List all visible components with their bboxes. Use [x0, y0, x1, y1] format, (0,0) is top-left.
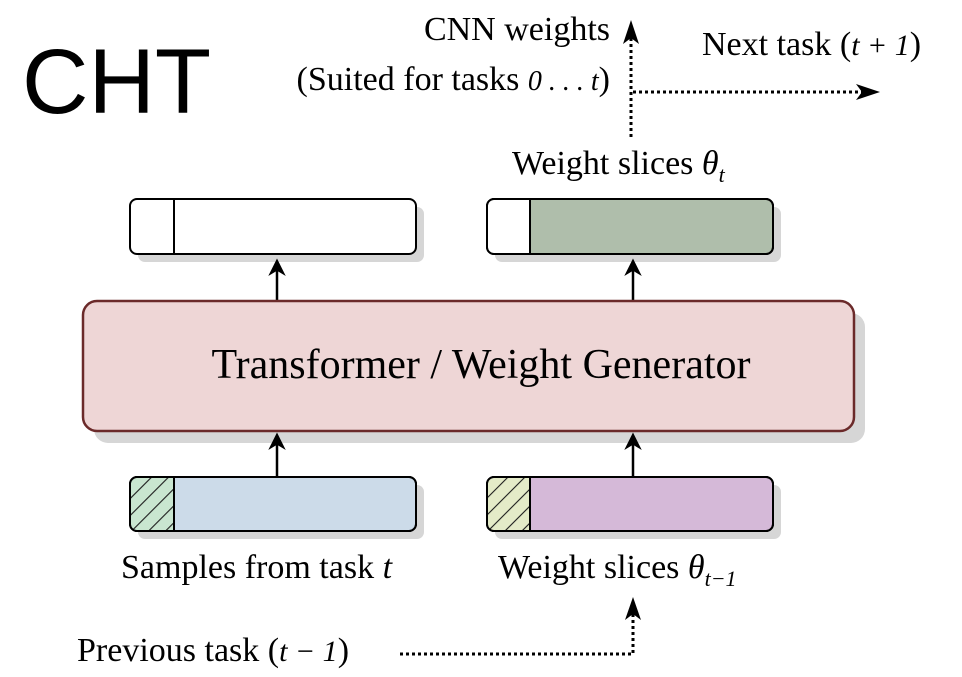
- output-bar-left: [129, 198, 424, 262]
- samples-label: Samples from task t: [121, 549, 394, 586]
- next-task-label: Next task (t + 1): [702, 26, 921, 63]
- arrowhead-up-icon: [623, 20, 639, 44]
- input-bar-weight-slices: [486, 476, 781, 539]
- weight-slices-out-label: Weight slices θt: [512, 145, 726, 187]
- previous-task-label: Previous task (t − 1): [77, 632, 349, 669]
- input-bar-samples: [129, 476, 424, 539]
- cnn-weights-label: CNN weights: [424, 11, 610, 48]
- arrowhead-right-icon: [856, 84, 880, 100]
- suited-for-tasks-label: (Suited for tasks 0 . . . t): [297, 61, 610, 98]
- arrowhead-up-icon-2: [625, 597, 641, 620]
- weight-slices-in-label: Weight slices θt−1: [498, 549, 737, 591]
- transformer-block: [81, 299, 865, 443]
- logo-cht: CHT: [22, 31, 211, 133]
- dotted-arrow-previous-task: [400, 612, 635, 656]
- output-bar-weight-slices: [486, 198, 781, 262]
- transformer-label: Transformer / Weight Generator: [212, 342, 751, 388]
